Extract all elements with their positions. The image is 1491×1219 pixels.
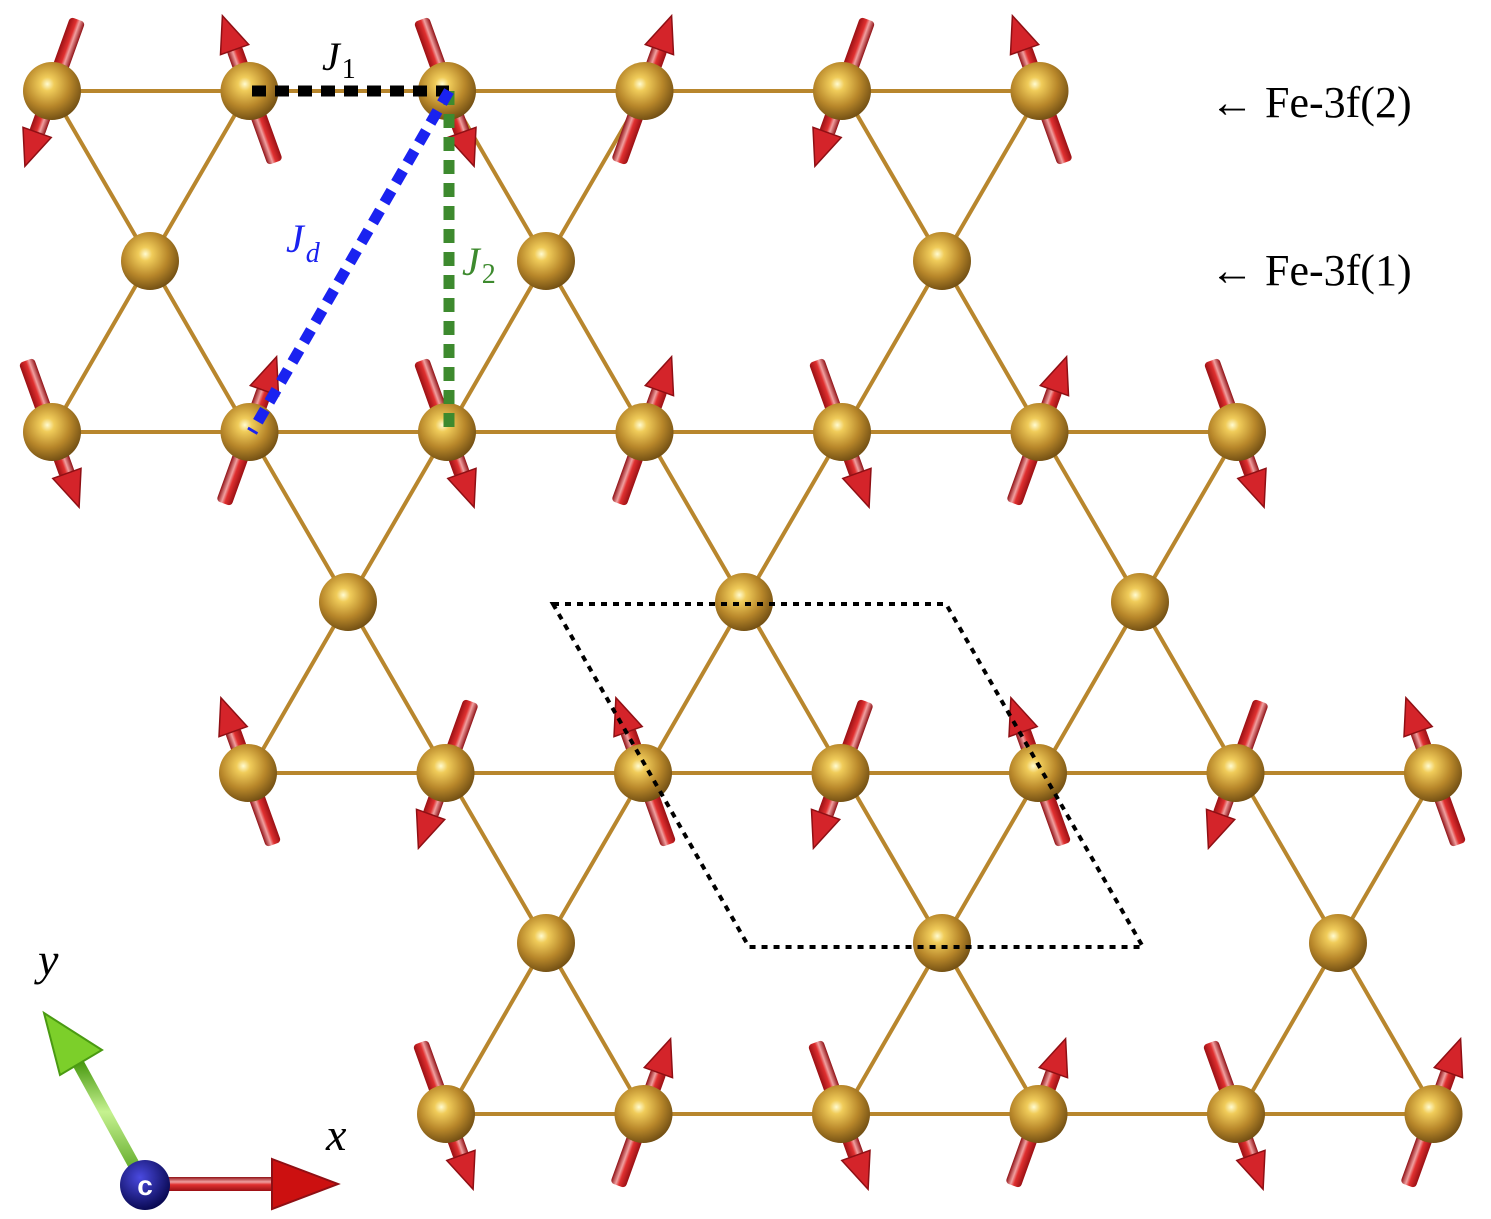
jd-label: Jd [286,216,321,269]
fe-atom [1010,403,1069,461]
fe-atom [1009,1085,1068,1143]
fe-atom [913,232,971,290]
fe-atom [1404,744,1462,802]
y-axis-label: y [34,934,59,985]
diagonal-bond [49,89,152,263]
fe-atoms [23,62,1463,1143]
diagonal-bond [148,259,251,434]
diagonal-bond [940,89,1043,263]
exchange-paths [247,85,455,435]
diagonal-bond [445,771,548,945]
fe-atom [23,403,81,461]
diagonal-bond [544,259,647,434]
j1-label: J1 [322,34,356,85]
fe-atom [614,1085,673,1143]
diagonal-bond [1237,941,1340,1116]
lattice-bonds [49,89,1439,1116]
diagonal-bond [841,89,944,263]
diagonal-bond [1237,771,1340,945]
fe-atom [23,62,81,120]
fe-atom [1404,1085,1463,1143]
jd-path [247,88,454,435]
diagonal-bond [445,259,548,434]
fe-atom [1009,744,1067,802]
diagonal-bond [940,259,1043,434]
fe-atom [416,744,475,802]
diagonal-bond [445,941,548,1116]
j2-label: J2 [462,239,496,290]
fe-atom [614,744,672,802]
diagonal-bond [1138,430,1241,604]
diagonal-bond [346,430,449,604]
diagonal-bond [841,771,944,945]
diagonal-bond [49,259,152,434]
fe-atom [1309,914,1367,972]
fe-atom [417,1085,475,1143]
fe-atom [812,1085,870,1143]
diagonal-bond [544,941,647,1116]
fe-atom [1206,744,1265,802]
diagonal-bond [742,430,845,604]
x-axis-label: x [325,1109,347,1160]
fe-atom [219,744,277,802]
fe-atom [615,62,674,120]
diagonal-bond [1336,771,1439,945]
fe-atom [1208,403,1266,461]
diagonal-bond [1039,600,1142,775]
diagonal-bond [940,941,1043,1116]
diagonal-bond [742,600,845,775]
diagonal-bond [643,600,746,775]
fe-atom [615,403,674,461]
fe-atom [121,232,179,290]
diagonal-bond [841,259,944,434]
fe-atom [319,573,377,631]
fe-atom [418,403,476,461]
y-axis-arrow [42,1010,151,1188]
fe-atom [715,573,773,631]
diagonal-bond [1336,941,1439,1116]
fe-atom [517,232,575,290]
diagonal-bond [940,771,1043,945]
fe-atom [811,744,870,802]
diagonal-bond [247,430,350,604]
axis-triad: c y x [34,934,347,1211]
diagonal-bond [1039,430,1142,604]
diagonal-bond [643,430,746,604]
fe-3f2-label: ← Fe-3f(2) [1210,78,1412,127]
diagonal-bond [1138,600,1241,775]
c-axis-icon [120,1160,170,1210]
diagonal-bond [247,600,350,775]
fe-atom [813,403,871,461]
diagonal-bond [148,89,251,263]
diagonal-bond [544,771,647,945]
fe-atom [517,914,575,972]
fe-atom [220,403,279,461]
x-axis-arrow [145,1157,341,1211]
diagonal-bond [841,941,944,1116]
fe-atom [913,914,971,972]
fe-atom [1111,573,1169,631]
diagonal-bond [346,600,449,775]
c-axis-label: c [137,1170,153,1201]
fe-3f1-label: ← Fe-3f(1) [1210,246,1412,295]
fe-atom [220,62,279,120]
fe-atom [1010,62,1069,120]
fe-atom [1207,1085,1265,1143]
fe-atom [813,62,871,120]
